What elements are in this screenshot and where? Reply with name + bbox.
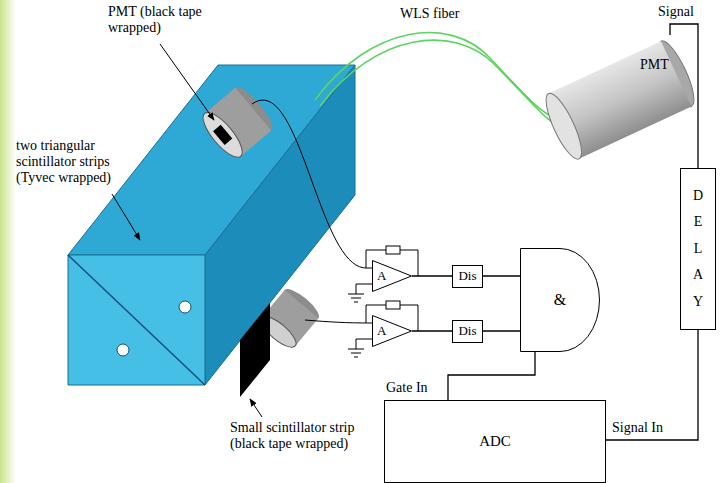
ground-symbol bbox=[348, 284, 372, 302]
pmt-cable bbox=[252, 100, 372, 268]
pmt-cable bbox=[305, 320, 372, 323]
and-gate: & bbox=[520, 248, 600, 352]
delay-label: DELAY bbox=[691, 183, 705, 316]
input-label: Signal In bbox=[612, 420, 663, 436]
wire-label: Signal bbox=[658, 4, 694, 20]
signal-wire bbox=[448, 352, 535, 400]
strip-divider bbox=[68, 255, 205, 385]
block-front-face bbox=[68, 255, 205, 385]
callout-label: two triangular scintillator strips (Tyve… bbox=[16, 138, 141, 186]
ground-symbol bbox=[348, 339, 372, 357]
small-scintillator-strip bbox=[240, 303, 270, 397]
discriminator-box: Dis bbox=[452, 320, 483, 343]
leader-line bbox=[250, 399, 262, 417]
discriminator-label: Dis bbox=[458, 324, 476, 339]
discriminator-box: Dis bbox=[452, 265, 483, 288]
leader-line bbox=[112, 194, 140, 240]
feedback-resistor bbox=[386, 301, 400, 309]
input-label: Gate In bbox=[386, 380, 428, 396]
black-tape-square bbox=[213, 125, 232, 145]
callout-label: Small scintillator strip (black tape wra… bbox=[230, 420, 380, 452]
amplifier-triangle: A bbox=[372, 315, 412, 347]
amplifier-label: A bbox=[377, 324, 386, 339]
signal-wire bbox=[412, 330, 452, 331]
pmt-face bbox=[197, 107, 248, 163]
and-gate-outline bbox=[521, 249, 600, 352]
delay-box: DELAY bbox=[680, 168, 716, 330]
pmt-cylinder: PMT bbox=[540, 35, 700, 165]
block-side-face bbox=[205, 65, 355, 385]
leader-line bbox=[160, 44, 214, 120]
amplifier-outline bbox=[373, 261, 412, 292]
signal-wire bbox=[483, 275, 520, 276]
signal-wire bbox=[606, 330, 698, 440]
callout-label: PMT (black tape wrapped) bbox=[108, 4, 203, 36]
pmt-cylinder-outline bbox=[540, 35, 700, 165]
fiber-label: WLS fiber bbox=[400, 6, 459, 22]
wls-fiber bbox=[320, 40, 566, 131]
signal-wire bbox=[483, 330, 520, 331]
wls-fiber bbox=[315, 33, 560, 121]
pmt-cylinder-body bbox=[540, 37, 701, 163]
pmt-face bbox=[540, 89, 589, 163]
page-band bbox=[0, 0, 16, 483]
pmt-label: PMT bbox=[640, 57, 700, 73]
adc-label: ADC bbox=[479, 433, 511, 450]
signal-wire bbox=[412, 275, 452, 276]
feedback-resistor bbox=[386, 246, 400, 254]
amplifier-outline bbox=[373, 316, 412, 347]
adc-box: ADC bbox=[384, 400, 606, 483]
gate-symbol: & bbox=[554, 291, 566, 309]
amplifier-triangle: A bbox=[372, 260, 412, 292]
amplifier-label: A bbox=[377, 269, 386, 284]
discriminator-label: Dis bbox=[458, 269, 476, 284]
fiber-hole bbox=[179, 301, 191, 313]
fiber-hole bbox=[117, 344, 129, 356]
top-pmt bbox=[197, 83, 277, 163]
